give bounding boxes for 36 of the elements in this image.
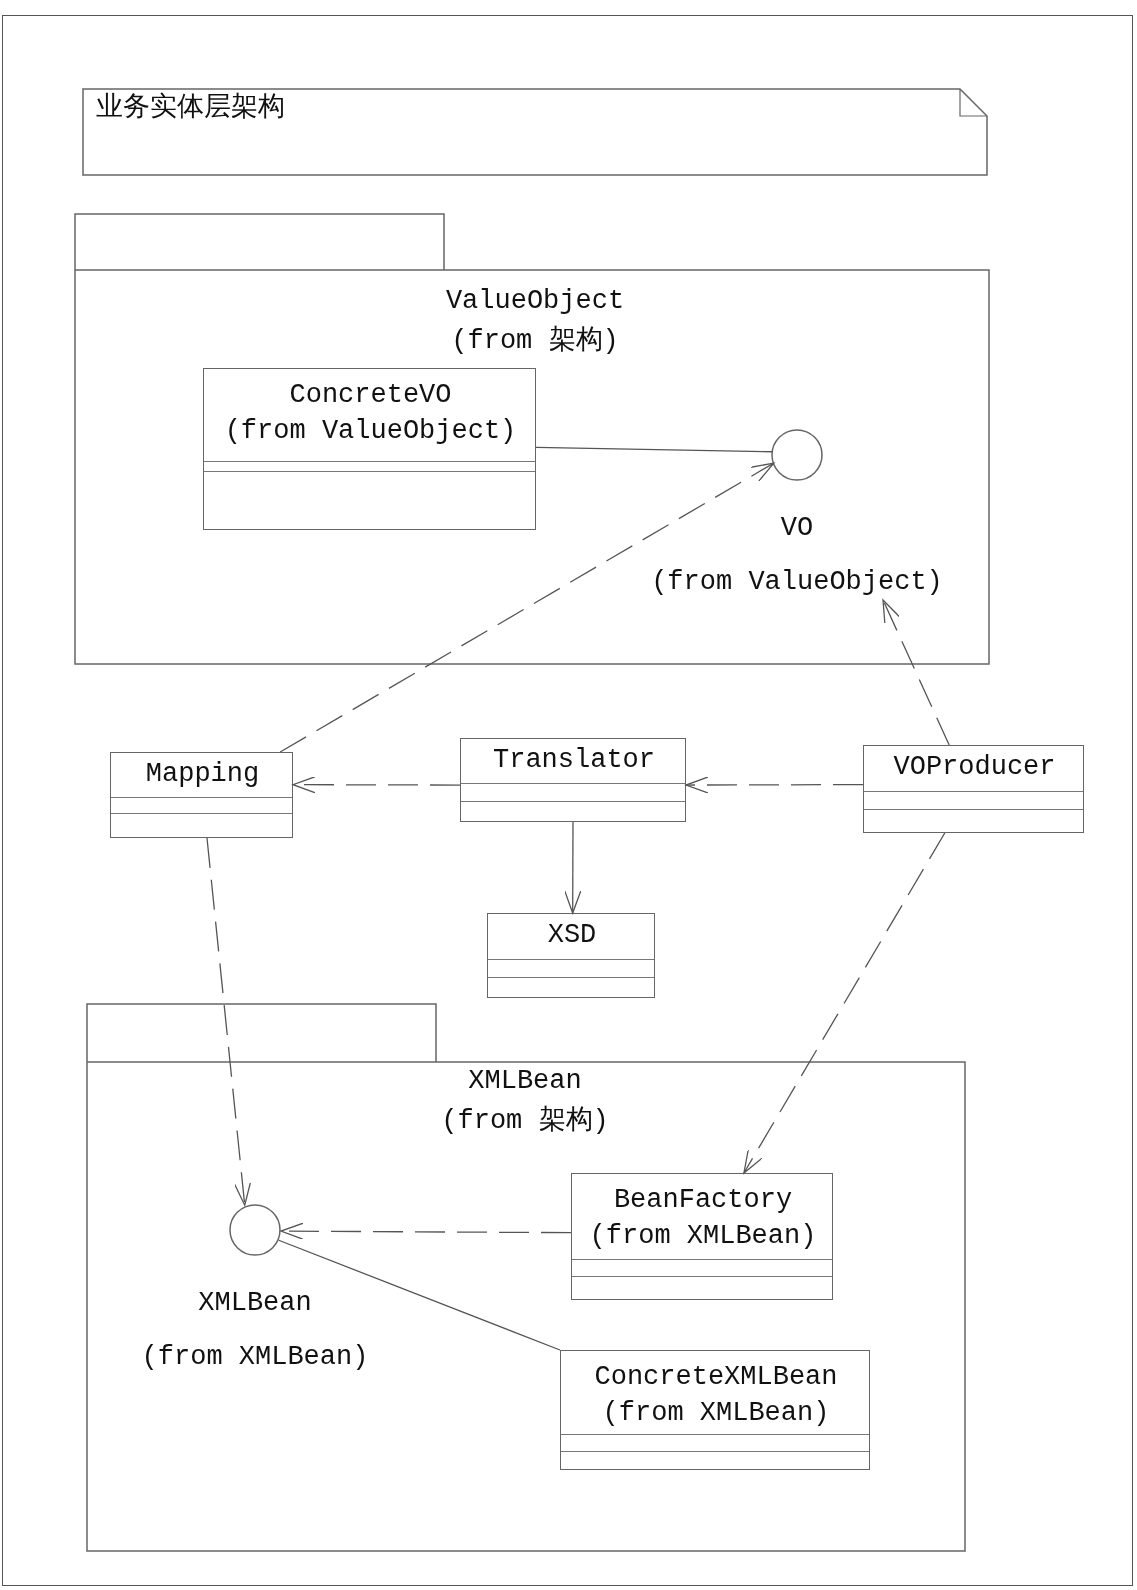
class-name: Translator (493, 744, 655, 776)
arrow (280, 1222, 572, 1240)
class-box (571, 1173, 833, 1300)
arrow (882, 599, 950, 746)
class-box (110, 752, 293, 838)
arrow (292, 776, 461, 794)
package-name: ValueObject (445, 285, 625, 317)
origin-label: (from ValueObject) (224, 415, 517, 447)
origin-label: (from XMLBean) (602, 1397, 830, 1429)
arrow (279, 462, 775, 753)
class-box (487, 913, 655, 998)
package-origin: (from 架构) (451, 325, 619, 357)
class-name: XSD (547, 919, 597, 951)
origin-label: (from XMLBean) (589, 1220, 817, 1252)
package-origin: (from 架构) (441, 1105, 609, 1137)
class-box (560, 1350, 870, 1470)
class-name: ConcreteXMLBean (594, 1361, 838, 1393)
origin-label: (from XMLBean) (141, 1341, 369, 1373)
class-box (863, 745, 1084, 833)
note-text: 业务实体层架构 (96, 92, 285, 124)
class-name: ConcreteVO (289, 379, 452, 411)
arrow (206, 837, 252, 1206)
class-box (460, 738, 686, 822)
origin-label: (from ValueObject) (651, 566, 943, 598)
interface-name: VO (780, 512, 814, 544)
connector-line (278, 1239, 561, 1351)
class-name: Mapping (145, 758, 260, 790)
class-name: BeanFactory (613, 1184, 793, 1216)
class-name: VOProducer (893, 751, 1056, 783)
connector-line (535, 446, 773, 453)
arrow (743, 832, 946, 1174)
class-box (203, 368, 536, 530)
arrow (564, 821, 582, 914)
package-name: XMLBean (468, 1065, 582, 1097)
interface-name: XMLBean (198, 1287, 312, 1319)
arrow (685, 776, 864, 794)
